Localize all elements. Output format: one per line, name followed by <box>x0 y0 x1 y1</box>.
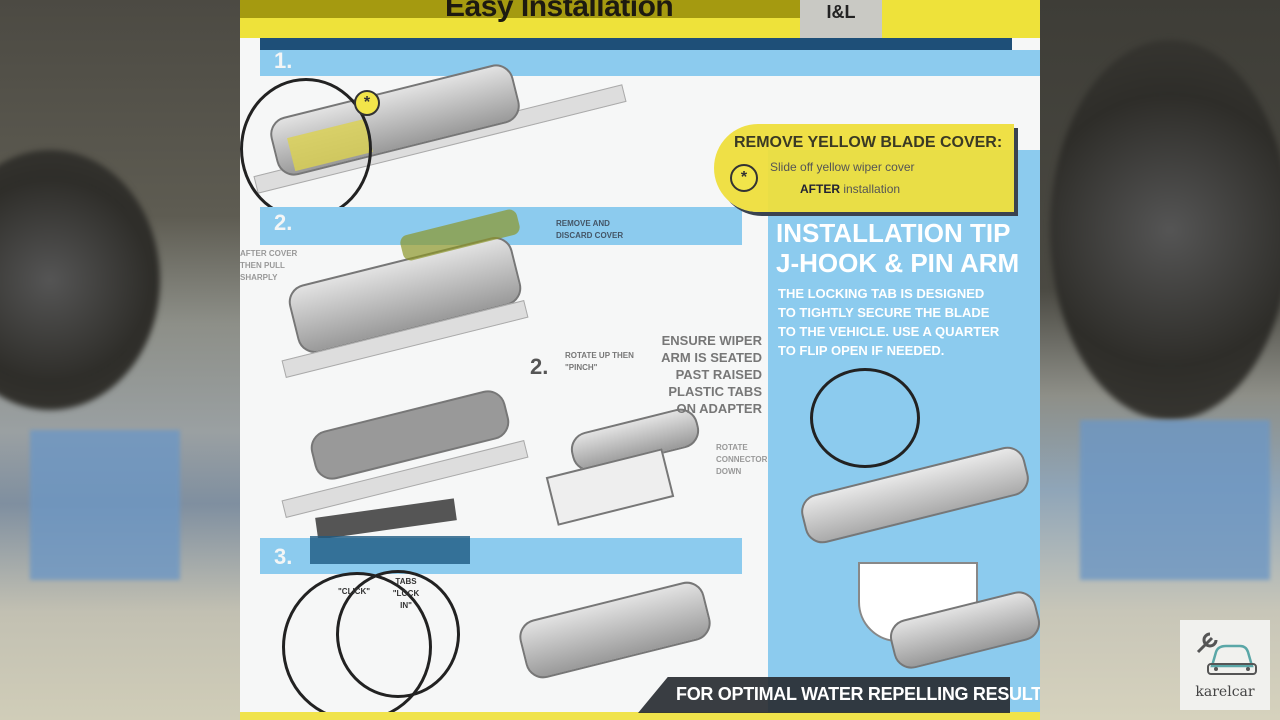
step2-left-caption: After cover then pull sharply <box>240 249 298 282</box>
logo-brand-text: karelcar <box>1195 684 1255 700</box>
callout-after-text: AFTER installation <box>800 182 900 196</box>
ensure-text: ENSURE WIPER ARM IS SEATED PAST RAISED P… <box>661 333 762 416</box>
tab-detail-circle <box>336 570 460 698</box>
yellow-cover-callout <box>714 124 1014 212</box>
blurred-shelf-left <box>30 430 180 580</box>
middle-step-number: 2. <box>530 354 549 379</box>
asterisk-icon: * <box>354 90 380 116</box>
click-caption: "Click" <box>338 587 371 596</box>
after-rest: installation <box>840 182 901 196</box>
il-badge: I&L <box>800 0 882 38</box>
asterisk-icon: * <box>730 164 758 192</box>
step1-bar <box>260 50 1040 76</box>
tabs-caption: Tabs "lock in" <box>392 577 420 610</box>
lock-tab-detail-circle <box>810 368 920 468</box>
bottom-yellow-band <box>240 712 1040 720</box>
blurred-tire-right <box>1050 40 1280 420</box>
installed-blade-illustration <box>515 577 715 683</box>
step1-number: 1. <box>274 48 293 73</box>
tips-title-line1: INSTALLATION TIP <box>776 218 1011 248</box>
rotate-connector-caption: Rotate connector down <box>716 443 768 476</box>
rotate-caption: Rotate up then "pinch" <box>565 351 634 372</box>
after-bold: AFTER <box>800 182 840 196</box>
callout-heading: REMOVE YELLOW BLADE COVER: <box>734 134 1003 151</box>
karelcar-logo: karelcar <box>1180 620 1270 710</box>
tips-body: THE LOCKING TAB IS DESIGNED TO TIGHTLY S… <box>778 286 1000 358</box>
detail-circle <box>240 78 372 220</box>
car-wrench-icon <box>1196 632 1257 675</box>
tips-title-line2: J-HOOK & PIN ARM <box>776 248 1020 278</box>
step3-dark-overlay <box>310 536 470 564</box>
footer-text: FOR OPTIMAL WATER REPELLING RESULTS: <box>676 684 1040 704</box>
step2-right-caption: Remove and discard cover <box>556 219 624 240</box>
title-band <box>240 0 1040 38</box>
sheet-title: Easy Installation <box>445 0 674 23</box>
step3-number: 3. <box>274 544 293 569</box>
instruction-sheet: Easy Installation I&L 1. * 2. After cove… <box>240 0 1040 720</box>
step1-dark-bar <box>260 38 1012 50</box>
step2-number: 2. <box>274 210 293 235</box>
footer-bar <box>638 677 1010 713</box>
callout-subtext: Slide off yellow wiper cover <box>770 160 915 174</box>
blurred-shelf-right <box>1080 420 1270 580</box>
